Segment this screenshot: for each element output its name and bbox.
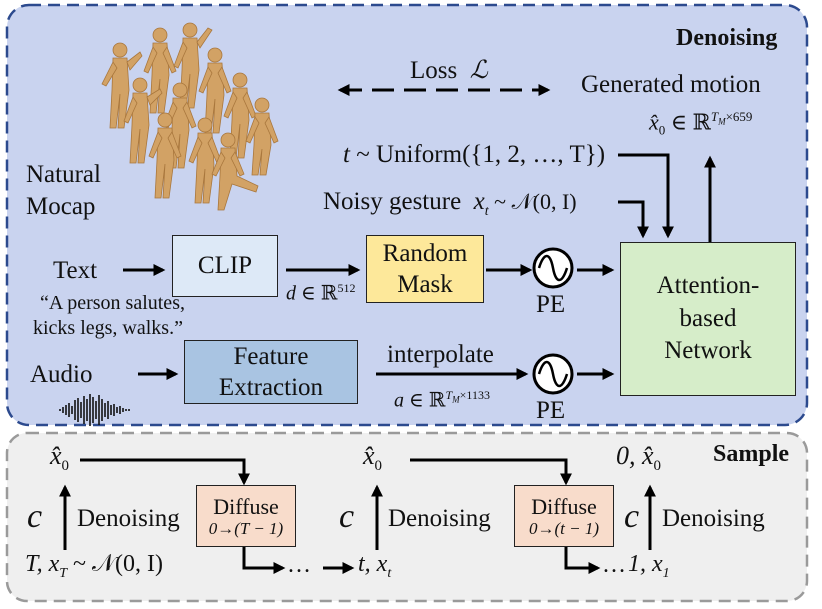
diffuse2-box: Diffuse 0→(t − 1) [514, 485, 614, 547]
diffuse2-out-arrow [564, 547, 601, 574]
sample-step3-result: 0, x̂0 [616, 443, 661, 474]
feature-extraction-box: Feature Extraction [184, 340, 358, 404]
random-mask-line2: Mask [397, 271, 453, 298]
diffuse1-title: Diffuse [213, 493, 279, 519]
generated-shape: x̂0 ∈ ℝTM×659 [649, 110, 752, 137]
sample-ellipsis-1: … [287, 552, 311, 578]
noisy-var: x [473, 188, 485, 215]
attention-network-box: Attention- based Network [620, 242, 796, 396]
network-line1: Attention- [656, 272, 760, 300]
loss-symbol: ℒ [469, 57, 488, 84]
network-line3: Network [664, 337, 752, 365]
pe-bottom-label: PE [536, 397, 566, 424]
pe-bottom-symbol [532, 353, 574, 395]
sample-step1-start-sub: T [59, 565, 68, 581]
diffuse2-range: 0→(t − 1) [528, 518, 600, 538]
timestep-var: t [343, 141, 350, 168]
interp-sup-m: M [452, 394, 460, 405]
sample-step1-dist: ~ 𝒩(0, I) [67, 551, 163, 577]
sample-ellipsis-2: … [602, 552, 626, 578]
text-quote-line2: kicks legs, walks.” [33, 317, 183, 339]
generated-in-r: ∈ ℝ [665, 109, 711, 135]
sample-step1-condition: c [27, 498, 43, 535]
clip-out-rest: ∈ ℝ [296, 282, 338, 305]
audio-feature-shape: a ∈ ℝTM×1133 [394, 389, 490, 411]
sample-step1-x0-sub: 0 [61, 458, 70, 475]
random-mask-line1: Random [382, 239, 468, 267]
sample-step1-denoising: Denoising [77, 505, 180, 532]
sample-step2-start-var: t, x [358, 551, 388, 577]
generated-x-hat: x̂ [649, 109, 659, 135]
sample-step1-start: T, xT ~ 𝒩(0, I) [25, 552, 163, 581]
noisy-gesture: Noisy gesture xt ~ 𝒩(0, I) [323, 189, 577, 219]
noisy-arrow [618, 200, 649, 239]
interp-rest: ∈ ℝ [404, 389, 446, 412]
sample-step2-x0-hat: x̂ [363, 441, 375, 470]
timestep-sampling: t ~ Uniform({1, 2, …, T}) [343, 142, 605, 167]
sample-step1-x0-hat: x̂ [50, 441, 62, 470]
sample-step1-start-var: T, x [25, 551, 60, 577]
clip-out-sup: 512 [337, 281, 356, 295]
x0-to-diffuse2-arrow [410, 458, 572, 486]
diffuse1-box: Diffuse 0→(T − 1) [196, 485, 296, 547]
sample-step3-start-var: 1, x [628, 551, 663, 577]
clip-output-shape: d ∈ ℝ512 [286, 282, 355, 304]
clip-label: CLIP [197, 252, 253, 280]
sample-step3-start: 1, x1 [628, 552, 670, 581]
generated-sup-m: M [718, 116, 726, 127]
feature-line2: Extraction [218, 374, 324, 401]
interpolate-label: interpolate [387, 341, 494, 368]
loss-label: Loss ℒ [410, 58, 488, 83]
sample-step3-result-var: 0, x̂ [616, 441, 654, 470]
timestep-arrow [618, 153, 674, 239]
clip-out-var: d [286, 282, 296, 305]
generated-motion-label: Generated motion [581, 71, 761, 98]
audio-label: Audio [30, 361, 93, 388]
text-quote-line1: “A person salutes, [40, 292, 185, 314]
sample-step2-denoising: Denoising [388, 505, 491, 532]
mocap-figures-image [101, 22, 279, 211]
denoising-title: Denoising [676, 25, 778, 51]
noisy-sub: t [484, 204, 489, 219]
sample-step3-condition: c [624, 498, 640, 535]
text-input-label: Text [53, 257, 98, 284]
sample-step2-x0: x̂0 [363, 443, 382, 474]
pe-top-symbol [532, 247, 574, 289]
noisy-dist: ~ 𝒩(0, I) [488, 189, 577, 214]
noisy-label: Noisy gesture [323, 188, 462, 215]
mocap-label-line1: Natural [26, 161, 101, 188]
clip-box: CLIP [172, 235, 278, 297]
diffuse2-title: Diffuse [531, 493, 597, 519]
diffuse1-range: 0→(T − 1) [208, 518, 284, 538]
timestep-text: ~ Uniform({1, 2, …, T}) [349, 141, 606, 168]
pe-top-label: PE [536, 291, 566, 318]
interp-sup-rest: ×1133 [459, 388, 490, 402]
sample-step3-denoising: Denoising [662, 505, 765, 532]
sample-step2-x0-sub: 0 [374, 458, 383, 475]
sample-panel [5, 431, 809, 603]
feature-line1: Feature [233, 342, 309, 370]
sample-step3-start-sub: 1 [662, 565, 670, 581]
diffuse1-out-arrow [242, 547, 286, 574]
sample-step2-start: t, xt [358, 552, 391, 581]
interp-sup-t: T [445, 388, 453, 402]
interp-var: a [394, 389, 404, 412]
sample-title: Sample [713, 441, 790, 467]
x0-to-diffuse1-arrow [80, 458, 250, 486]
mocap-label-line2: Mocap [26, 193, 96, 220]
sample-step3-result-sub: 0 [653, 458, 662, 475]
audio-waveform-icon [59, 394, 130, 426]
sample-step2-condition: c [339, 498, 355, 535]
generated-sub: 0 [658, 122, 666, 138]
loss-text: Loss [410, 57, 458, 84]
sample-step2-start-sub: t [387, 565, 392, 581]
generated-sup-t: T [710, 109, 719, 124]
random-mask-box: Random Mask [366, 235, 484, 303]
generated-sup-rest: ×659 [725, 109, 753, 124]
network-line2: based [679, 304, 737, 332]
sample-step1-x0: x̂0 [50, 443, 69, 474]
